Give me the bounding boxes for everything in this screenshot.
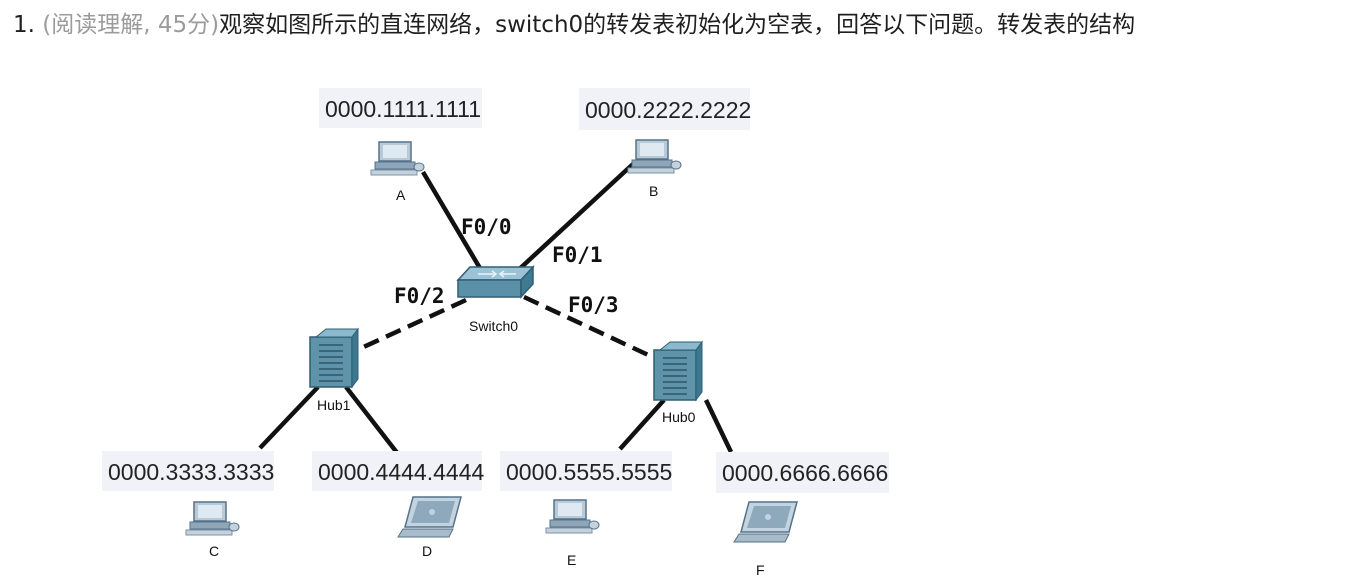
port-label-f0-1: F0/1 (552, 243, 603, 267)
pc-icon (627, 139, 682, 174)
mac-box-d (312, 451, 482, 491)
port-label-f0-3: F0/3 (568, 293, 619, 317)
mac-box-f (716, 452, 889, 493)
hub0-label: Hub0 (662, 409, 696, 425)
laptop-icon (733, 501, 798, 543)
link-a-switch (421, 170, 486, 277)
host-label-c: C (209, 543, 219, 559)
host-label-d: D (422, 543, 432, 559)
host-label-b: B (649, 183, 658, 199)
switch-label: Switch0 (469, 318, 518, 334)
host-label-a: A (396, 187, 406, 203)
question-text: 1. (阅读理解, 45分)观察如图所示的直连网络，switch0的转发表初始化… (13, 8, 1347, 42)
mac-address-d: 0000.4444.4444 (318, 459, 484, 485)
link-hub1-d (344, 385, 400, 456)
question-tag: (阅读理解, 45分) (42, 12, 220, 38)
laptop-icon (397, 496, 462, 538)
hub1-label: Hub1 (317, 397, 351, 413)
pc-icon (545, 499, 600, 534)
link-hub1-c (258, 385, 320, 450)
mac-address-e: 0000.5555.5555 (506, 459, 672, 485)
mac-address-c: 0000.3333.3333 (108, 459, 274, 485)
hub-icon (653, 341, 703, 401)
question-body: 观察如图所示的直连网络，switch0的转发表初始化为空表，回答以下问题。转发表… (219, 12, 1136, 38)
host-label-f: F (756, 562, 765, 578)
pc-icon (185, 501, 240, 536)
link-switch-hub1 (356, 297, 467, 353)
question-number: 1. (13, 12, 35, 38)
mac-address-a: 0000.1111.1111 (325, 96, 481, 122)
host-label-e: E (567, 552, 576, 568)
port-label-f0-2: F0/2 (394, 284, 445, 308)
mac-address-f: 0000.6666.6666 (722, 460, 888, 486)
link-hub0-f (703, 399, 734, 453)
link-b-switch (512, 162, 635, 276)
mac-box-b (579, 88, 750, 130)
mac-address-b: 0000.2222.2222 (585, 97, 751, 123)
hub-icon (309, 328, 359, 388)
mac-box-a (319, 88, 482, 128)
pc-icon (370, 141, 425, 176)
switch-icon (457, 266, 534, 298)
mac-box-c (102, 451, 274, 491)
link-switch-hub0 (523, 294, 660, 363)
mac-box-e (500, 451, 672, 491)
port-label-f0-0: F0/0 (461, 215, 512, 239)
link-hub0-e (618, 398, 666, 451)
